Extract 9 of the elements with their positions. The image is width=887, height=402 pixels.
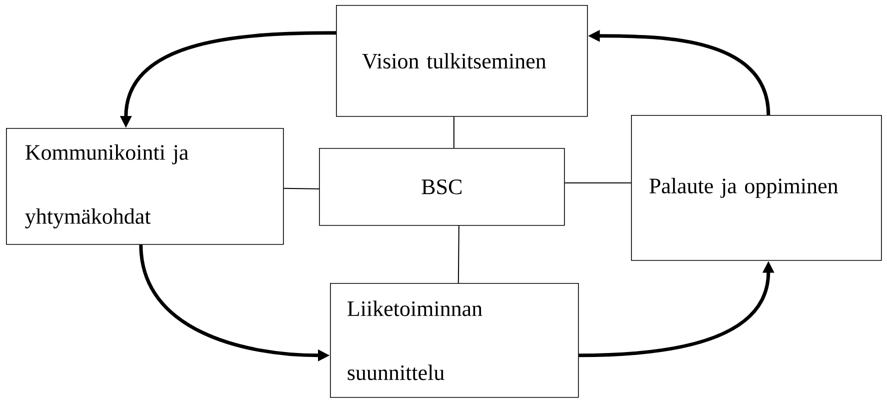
connector-line [453, 116, 454, 148]
process-box: Kommunikointi ja yhtymäkohdat [6, 128, 284, 245]
process-box: Liiketoiminnan suunnittelu [330, 283, 579, 398]
connector-line [458, 225, 460, 284]
connector-line [564, 182, 632, 184]
process-box: Vision tulkitseminen [336, 5, 588, 117]
process-box: Palaute ja oppiminen [631, 115, 882, 261]
connector-line [283, 188, 320, 190]
process-box: BSC [319, 148, 565, 226]
